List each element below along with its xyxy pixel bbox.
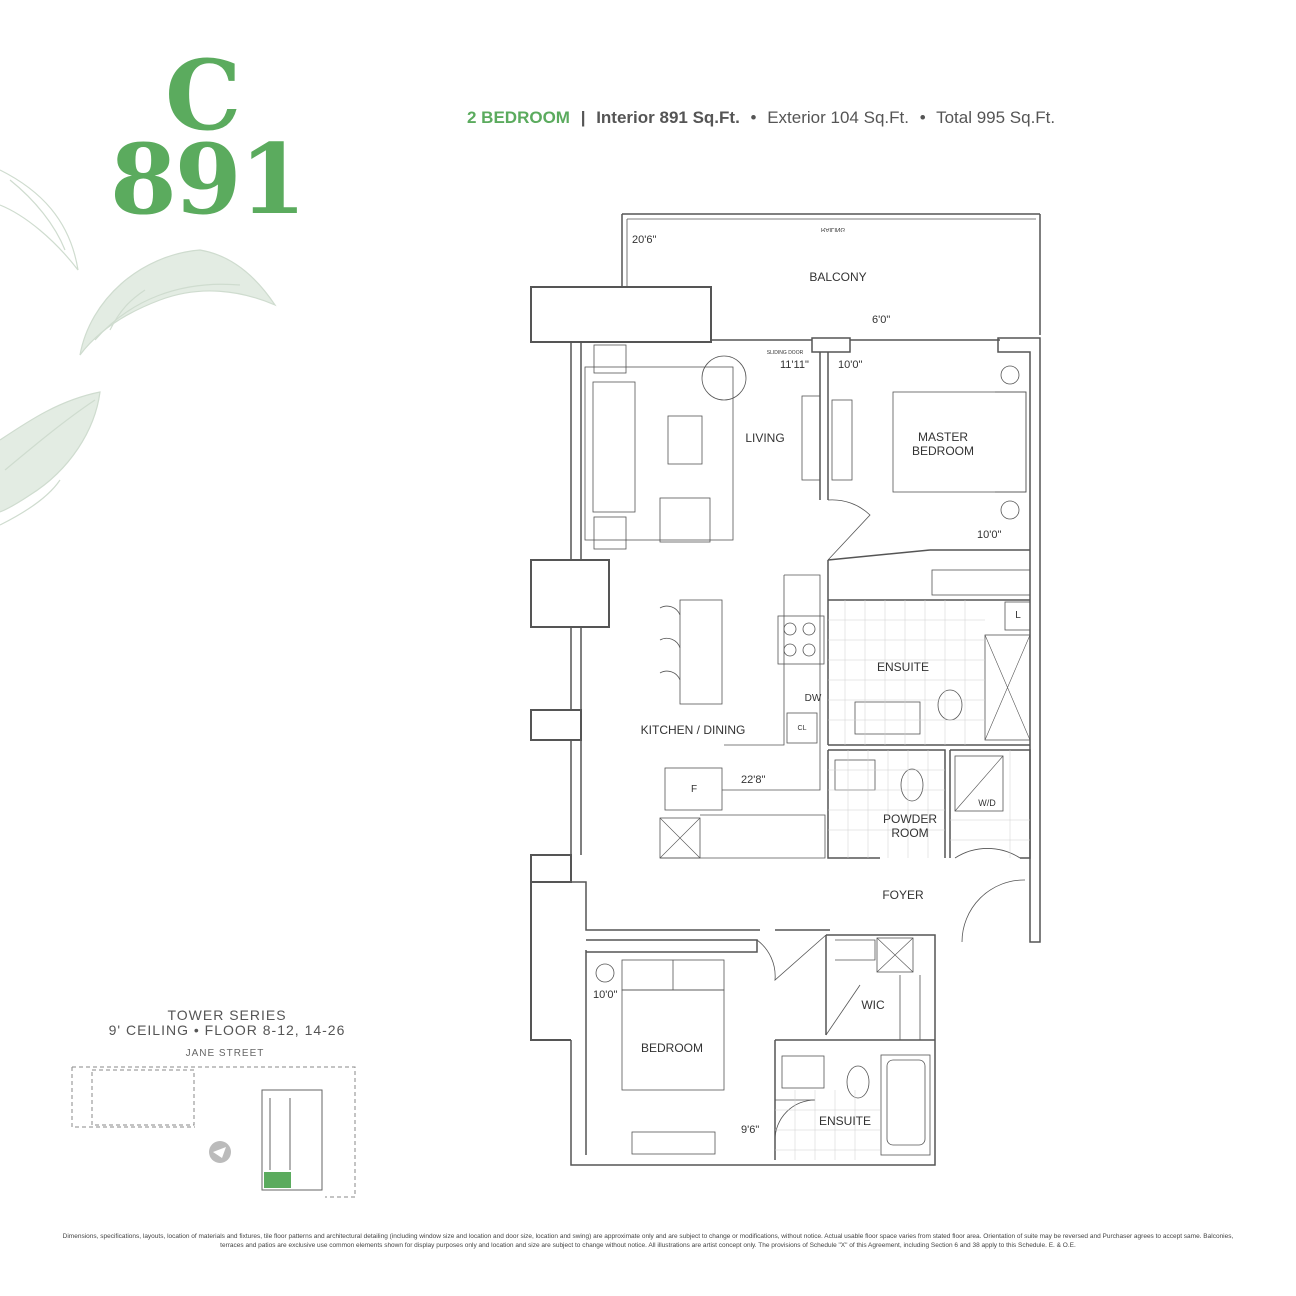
living-width-dim: 11'11" — [780, 359, 809, 371]
kitchen-length-dim: 22'8" — [741, 774, 766, 786]
interior-area: Interior 891 Sq.Ft. — [596, 108, 740, 127]
powder-room-label-line1: POWDER — [883, 812, 937, 826]
fridge-label: F — [690, 784, 698, 795]
ceiling-floor-info: 9' CEILING • FLOOR 8-12, 14-26 — [108, 1022, 346, 1038]
suite-summary: 2 BEDROOM | Interior 891 Sq.Ft. • Exteri… — [467, 108, 1055, 128]
bullet: • — [919, 108, 926, 127]
kitchen-dining-label: KITCHEN / DINING — [640, 723, 746, 737]
linen-label: L — [1015, 610, 1021, 621]
sliding-door-label: SLIDING DOOR — [766, 350, 804, 356]
bedroom-count: 2 BEDROOM — [467, 108, 570, 127]
total-area: Total 995 Sq.Ft. — [936, 108, 1056, 127]
bullet: • — [750, 108, 757, 127]
washer-dryer-label: W/D — [978, 798, 996, 808]
tower-series: TOWER SERIES 9' CEILING • FLOOR 8-12, 14… — [92, 1008, 362, 1038]
balcony-depth-dim: 20'6" — [632, 234, 657, 246]
unit-letter: C — [165, 39, 242, 152]
tower-series-title: TOWER SERIES — [167, 1007, 287, 1023]
foyer-label: FOYER — [882, 888, 924, 902]
master-depth-dim: 10'0" — [977, 529, 1002, 541]
living-label: LIVING — [745, 431, 785, 445]
bedroom-label: BEDROOM — [640, 1041, 703, 1055]
disclaimer: Dimensions, specifications, layouts, loc… — [62, 1233, 1234, 1249]
master-width-dim: 10'0" — [838, 359, 863, 371]
unit-location-highlight — [264, 1172, 291, 1188]
balcony-width-dim: 6'0" — [872, 314, 891, 326]
master-bedroom-label-line2: BEDROOM — [911, 444, 974, 458]
divider: | — [580, 108, 586, 127]
balcony-label: BALCONY — [809, 270, 867, 284]
bedroom-depth-dim: 9'6" — [741, 1124, 760, 1136]
master-ensuite-label: ENSUITE — [876, 660, 929, 674]
exterior-area: Exterior 104 Sq.Ft. — [767, 108, 909, 127]
bedroom-ensuite-label: ENSUITE — [818, 1114, 871, 1128]
wic-label: WIC — [861, 998, 885, 1012]
powder-room-label-line2: ROOM — [891, 826, 929, 840]
street-label: JANE STREET — [185, 1048, 265, 1059]
dishwasher-label: DW — [804, 693, 822, 704]
master-bedroom-label: MASTER BEDROOM — [905, 430, 981, 458]
powder-room-label: POWDER ROOM — [870, 812, 950, 840]
closet-label: CL — [797, 725, 807, 732]
unit-number: 891 — [110, 123, 306, 236]
bedroom-width-dim: 10'0" — [593, 989, 618, 1001]
master-bedroom-label-line1: MASTER — [917, 430, 968, 444]
